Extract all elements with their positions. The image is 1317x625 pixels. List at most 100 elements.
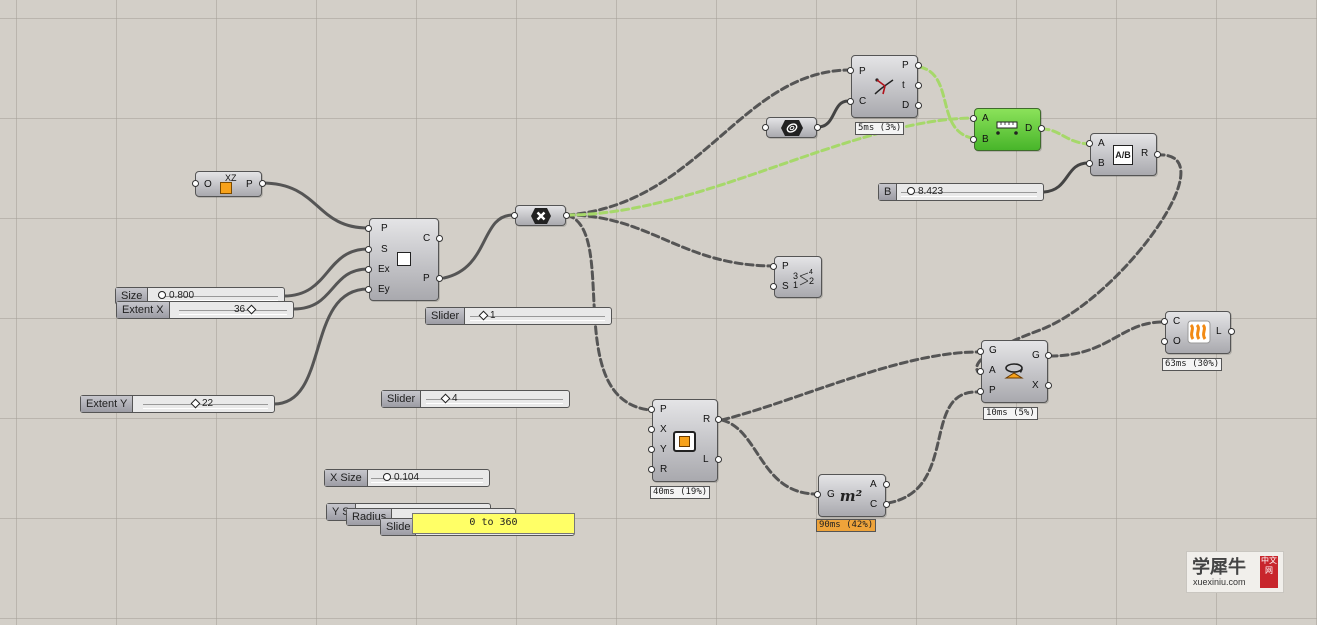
division-grip-a[interactable] [1086,140,1093,147]
loft-component[interactable]: C O L [1165,311,1231,354]
slider-b[interactable]: Slider 4 [381,390,570,408]
grid-grip-y[interactable] [648,446,655,453]
grid-input-r: R [660,464,668,475]
ccp-profiler-badge: 5ms (3%) [855,122,905,135]
loft-output-l: L [1216,326,1222,337]
grid-output-r: R [703,414,711,425]
cull-grip-out[interactable] [563,212,570,219]
slider-grip-icon[interactable] [383,473,391,482]
rotate-output-x: X [1032,380,1039,391]
slider-a[interactable]: Slider 1 [425,307,612,325]
loft-grip-out[interactable] [1228,328,1235,335]
rect-grip-ey[interactable] [365,286,372,293]
ccp-output-p: P [902,60,909,71]
loft-grip-c[interactable] [1161,318,1168,325]
slider-grip-icon[interactable] [440,393,451,404]
grid-grip-x[interactable] [648,426,655,433]
range-panel[interactable]: 0 to 360 [412,513,575,534]
division-grip-b[interactable] [1086,160,1093,167]
size-slider-label: Size [116,288,149,304]
grid-grip-out-l[interactable] [715,456,722,463]
grid-grip-p[interactable] [648,406,655,413]
xz-plane-component[interactable]: O XZ P [195,171,262,197]
extent-x-slider[interactable]: Extent X 36 [116,301,294,319]
extent-y-slider-rail [143,404,268,409]
area-component[interactable]: G m² A C [818,474,886,517]
area-grip-out-c[interactable] [883,501,890,508]
loft-profiler-badge: 63ms (30%) [1162,358,1223,371]
extent-y-slider[interactable]: Extent Y 22 [80,395,275,413]
rotate-grip-p[interactable] [977,388,984,395]
grid-icon [673,431,696,452]
rotate-grip-out-x[interactable] [1045,382,1052,389]
svg-text:4: 4 [809,269,813,276]
curve-param-grip-in[interactable] [762,124,769,131]
rect-grip-out-c[interactable] [436,235,443,242]
distance-ruler-icon [995,119,1019,137]
slider-grip-icon[interactable] [158,291,166,300]
slider-grip-icon[interactable] [907,187,915,196]
watermark-main: 学犀牛 [1192,557,1246,578]
x-size-slider[interactable]: X Size 0.104 [324,469,490,487]
area-grip-out-a[interactable] [883,481,890,488]
rect-grip-out-p[interactable] [436,275,443,282]
division-grip-out[interactable] [1154,151,1161,158]
rect-input-ex: Ex [378,264,390,275]
slider-grip-icon[interactable] [190,398,201,409]
distance-input-b: B [982,134,989,145]
grid-component[interactable]: P X Y R R L [652,399,718,482]
sort-grip-p[interactable] [770,263,777,270]
grid-grip-r[interactable] [648,466,655,473]
curve-param-grip-out[interactable] [814,124,821,131]
plane-port-p: P [246,179,253,190]
distance-grip-out[interactable] [1038,125,1045,132]
sort-input-s: S [782,281,789,292]
rect-input-p: P [381,223,388,234]
rotate-component[interactable]: G A P G X [981,340,1048,403]
b-slider[interactable]: B 8.423 [878,183,1044,201]
cull-component[interactable] [515,205,566,226]
grid-profiler-badge: 40ms (19%) [650,486,711,499]
rect-grip-p[interactable] [365,225,372,232]
extent-x-slider-value: 36 [234,304,246,315]
grid-output-l: L [703,454,709,465]
b-slider-rail [901,192,1037,197]
grid-grip-out-r[interactable] [715,416,722,423]
x-size-slider-value: 0.104 [394,472,420,483]
ccp-grip-p[interactable] [847,67,854,74]
rect-grip-s[interactable] [365,246,372,253]
rectangle-component[interactable]: P S Ex Ey C P [369,218,439,301]
ccp-grip-out-t[interactable] [915,82,922,89]
distance-component[interactable]: A B D [974,108,1041,151]
rotate-grip-g[interactable] [977,348,984,355]
loft-icon [1187,320,1211,344]
slider-grip-icon[interactable] [246,304,257,315]
ccp-output-t: t [902,80,905,91]
slider-grip-icon[interactable] [478,310,489,321]
rect-grip-ex[interactable] [365,266,372,273]
loft-grip-o[interactable] [1161,338,1168,345]
rotate-grip-out-g[interactable] [1045,352,1052,359]
size-slider[interactable]: Size 0.800 [115,287,285,305]
division-input-a: A [1098,138,1105,149]
curve-closest-component[interactable]: P C P t D [851,55,918,118]
plane-output-grip[interactable] [259,180,266,187]
area-grip-g[interactable] [814,491,821,498]
ccp-grip-out-d[interactable] [915,102,922,109]
slider-b-rail [426,399,563,404]
curve-param-component[interactable] [766,117,817,138]
rotate-grip-a[interactable] [977,368,984,375]
sort-grip-s[interactable] [770,283,777,290]
ccp-grip-c[interactable] [847,98,854,105]
ccp-grip-out-p[interactable] [915,62,922,69]
plane-input-grip[interactable] [192,180,199,187]
area-input-g: G [827,489,835,500]
distance-grip-a[interactable] [970,115,977,122]
extent-x-slider-rail [179,310,287,315]
plane-label: XZ [225,173,237,183]
distance-grip-b[interactable] [970,136,977,143]
cull-grip-in[interactable] [511,212,518,219]
site-watermark-logo: 学犀牛 xuexiniu.com 中文网 [1186,551,1284,593]
division-component[interactable]: A B A/B R [1090,133,1157,176]
